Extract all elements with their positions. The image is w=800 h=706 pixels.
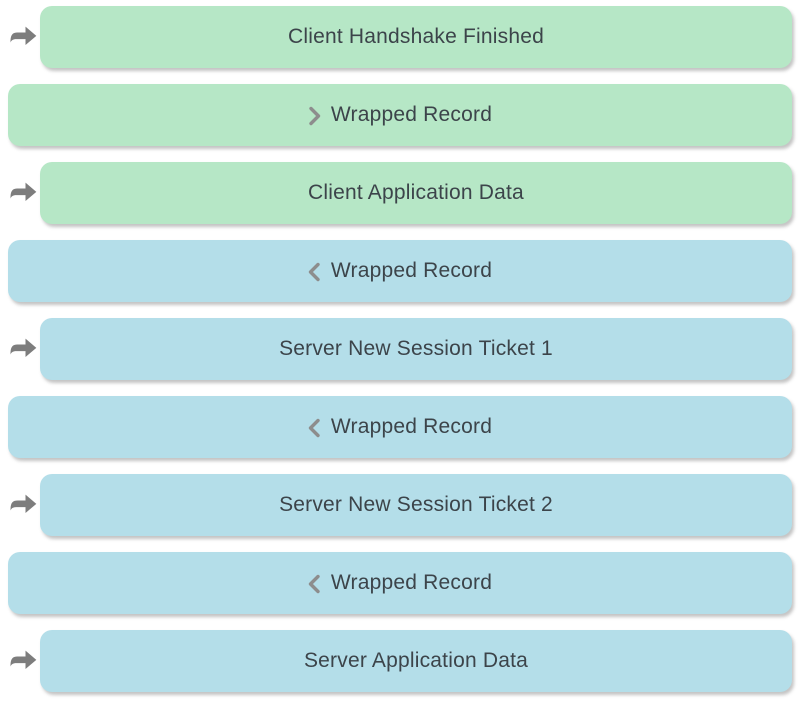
- record-bar-wrapped-record-server[interactable]: Wrapped Record: [8, 240, 792, 302]
- right-arrow-icon: [8, 162, 40, 224]
- record-row-server-new-session-ticket-1: Server New Session Ticket 1: [8, 318, 792, 380]
- record-label: Client Application Data: [308, 181, 524, 204]
- record-bar-client-handshake-finished[interactable]: Client Handshake Finished: [40, 6, 792, 68]
- record-bar-wrapped-record-server[interactable]: Wrapped Record: [8, 552, 792, 614]
- record-label: Wrapped Record: [330, 571, 493, 594]
- record-label: Server New Session Ticket 2: [279, 493, 553, 516]
- record-bar-wrapped-record-server[interactable]: Wrapped Record: [8, 396, 792, 458]
- record-row-wrapped-record: Wrapped Record: [8, 240, 792, 302]
- right-arrow-icon: [8, 630, 40, 692]
- record-bar-server-application-data[interactable]: Server Application Data: [40, 630, 792, 692]
- record-label: Wrapped Record: [330, 103, 493, 126]
- chevron-left-icon: [308, 262, 321, 282]
- right-arrow-icon: [8, 318, 40, 380]
- record-label: Client Handshake Finished: [288, 25, 544, 48]
- record-bar-server-new-session-ticket-1[interactable]: Server New Session Ticket 1: [40, 318, 792, 380]
- chevron-left-icon: [308, 418, 321, 438]
- right-arrow-icon: [8, 6, 40, 68]
- record-label: Server New Session Ticket 1: [279, 337, 553, 360]
- record-label: Wrapped Record: [330, 415, 493, 438]
- record-row-wrapped-record: Wrapped Record: [8, 84, 792, 146]
- record-bar-wrapped-record-client[interactable]: Wrapped Record: [8, 84, 792, 146]
- chevron-left-icon: [308, 574, 321, 594]
- record-row-server-application-data: Server Application Data: [8, 630, 792, 692]
- chevron-right-icon: [308, 106, 321, 126]
- record-bar-client-application-data[interactable]: Client Application Data: [40, 162, 792, 224]
- record-label: Server Application Data: [303, 649, 529, 672]
- record-row-wrapped-record: Wrapped Record: [8, 396, 792, 458]
- record-label: Wrapped Record: [330, 259, 493, 282]
- record-row-client-application-data: Client Application Data: [8, 162, 792, 224]
- record-row-client-handshake-finished: Client Handshake Finished: [8, 6, 792, 68]
- record-row-server-new-session-ticket-2: Server New Session Ticket 2: [8, 474, 792, 536]
- record-row-wrapped-record: Wrapped Record: [8, 552, 792, 614]
- right-arrow-icon: [8, 474, 40, 536]
- record-bar-server-new-session-ticket-2[interactable]: Server New Session Ticket 2: [40, 474, 792, 536]
